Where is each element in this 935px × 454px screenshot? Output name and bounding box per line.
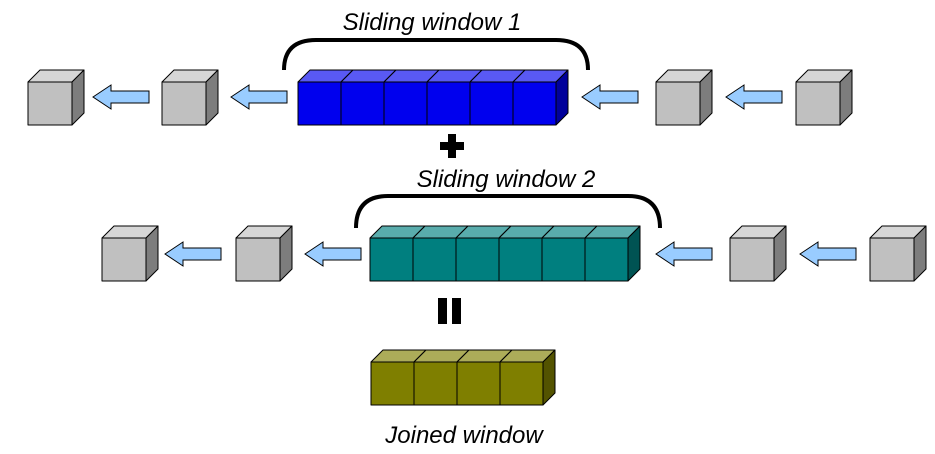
row-2-arrows-right — [655, 241, 857, 267]
arrow-left-icon — [725, 84, 783, 110]
arrow-left-icon — [304, 241, 362, 267]
joined-cube — [499, 349, 556, 406]
sliding-window-1-label: Sliding window 1 — [343, 9, 522, 36]
window-cube — [584, 225, 641, 282]
queue-cube — [27, 69, 85, 126]
arrow-left-icon — [230, 84, 288, 110]
queue-cube — [101, 225, 159, 282]
queue-cube — [235, 225, 293, 282]
arrow-left-icon — [799, 241, 857, 267]
arrow-left-icon — [655, 241, 713, 267]
queue-cube — [795, 69, 853, 126]
sliding-window-2 — [369, 225, 641, 282]
arrow-left-icon — [581, 84, 639, 110]
row-1-arrows-right — [581, 84, 783, 110]
queue-cube — [161, 69, 219, 126]
window-cube — [512, 69, 569, 126]
sliding-window-1 — [297, 69, 569, 126]
window-1-brace — [282, 38, 590, 71]
queue-cube — [869, 225, 927, 282]
arrow-left-icon — [164, 241, 222, 267]
plus-icon — [440, 134, 464, 158]
window-2-brace — [354, 194, 662, 229]
row-2-incoming-queue-right — [729, 225, 927, 282]
arrow-left-icon — [92, 84, 150, 110]
joined-window — [370, 349, 556, 406]
sliding-window-2-label: Sliding window 2 — [417, 166, 596, 193]
joined-window-label: Joined window — [384, 422, 544, 449]
row-2-incoming-queue-left — [101, 225, 293, 282]
row-1-incoming-queue-left — [27, 69, 219, 126]
queue-cube — [729, 225, 787, 282]
row-1-incoming-queue-right — [655, 69, 853, 126]
queue-cube — [655, 69, 713, 126]
equals-icon — [438, 298, 461, 324]
row-1-arrows-left — [92, 84, 288, 110]
row-2-arrows-left — [164, 241, 362, 267]
